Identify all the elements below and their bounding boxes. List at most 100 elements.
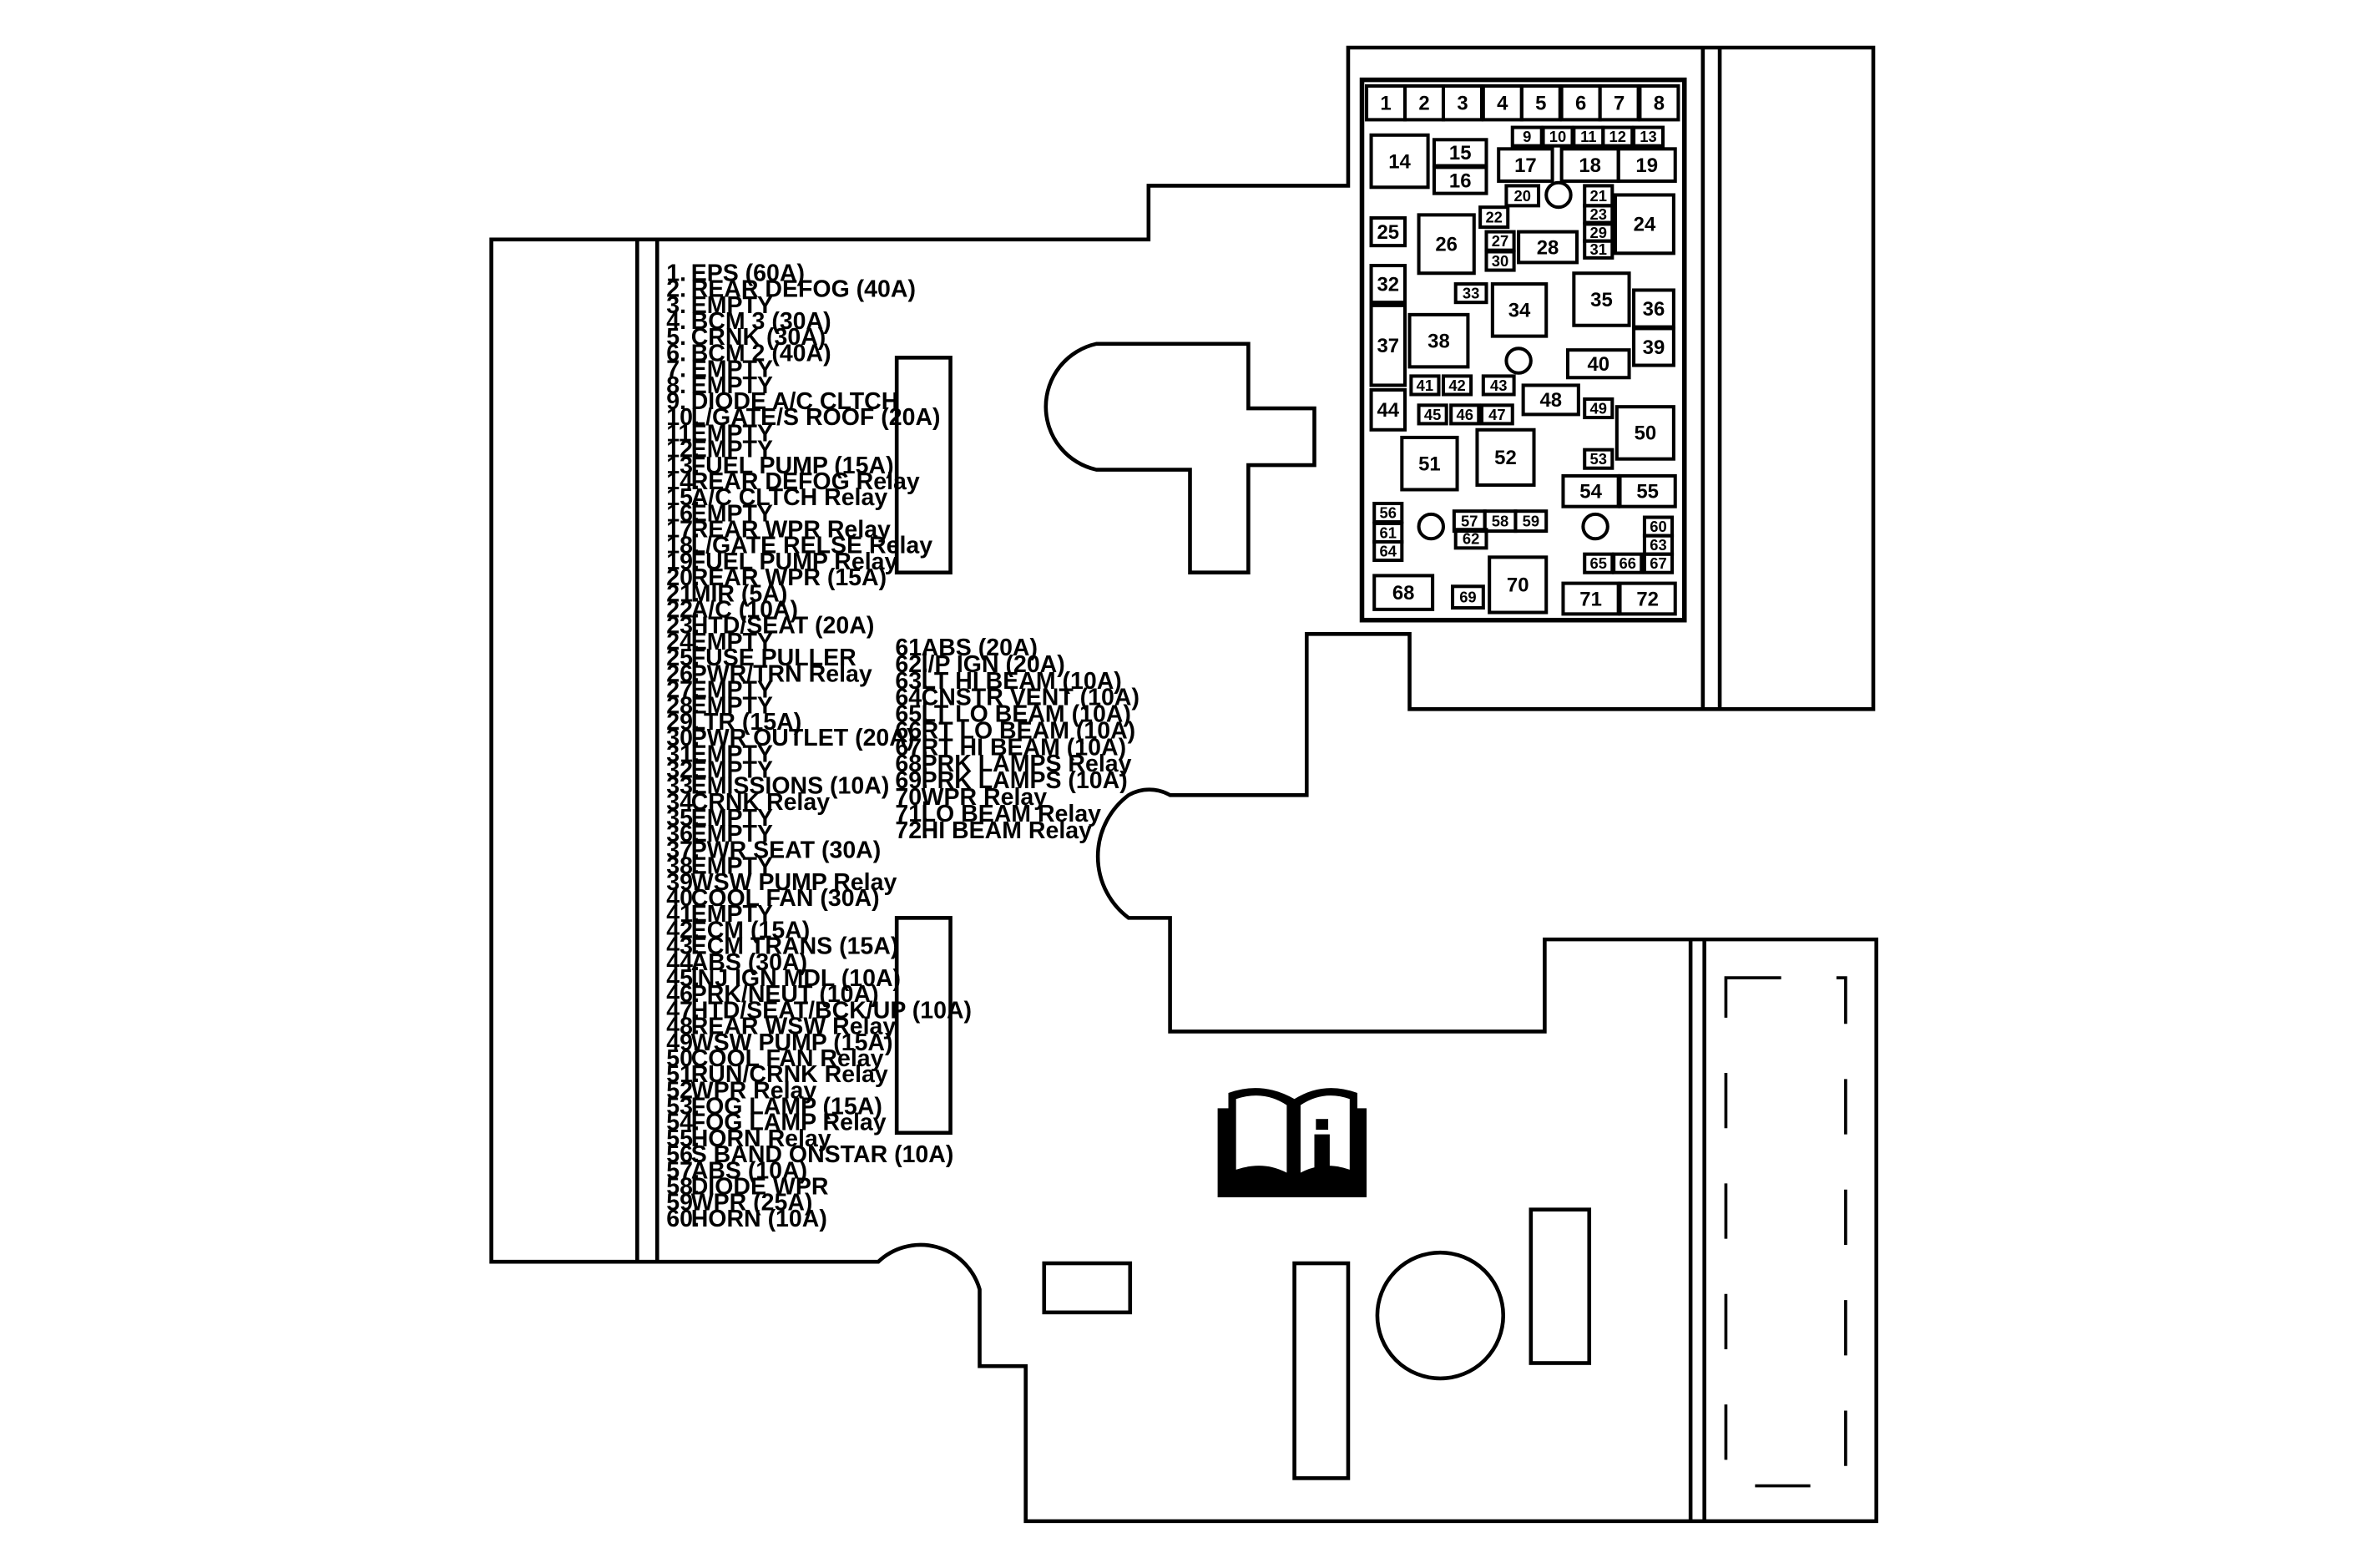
legend-description: HI BEAM Relay <box>922 817 1093 844</box>
legend-number: 27. <box>666 676 700 703</box>
fuse-label: 27 <box>1492 232 1508 250</box>
fuse-slot-38 <box>1407 312 1470 369</box>
legend-description: EMPTY <box>691 853 773 880</box>
legend-description: FUEL PUMP (15A) <box>691 453 894 479</box>
fuse-label: 12 <box>1609 128 1626 145</box>
fuse-label: 30 <box>1492 252 1508 270</box>
fuse-label: 42 <box>1448 377 1465 394</box>
fuse-slot-52 <box>1475 427 1536 487</box>
fuse-label: 51 <box>1418 453 1441 475</box>
legend-description: HORN (10A) <box>691 1206 827 1232</box>
legend-description: RT LO BEAM (10A) <box>922 717 1136 744</box>
legend-description: HORN Relay <box>691 1126 831 1152</box>
fuse-slot-42 <box>1441 374 1473 397</box>
legend-description: COOL FAN (30A) <box>691 885 880 912</box>
legend-number: 24. <box>666 629 700 655</box>
fuse-label: 24 <box>1634 214 1656 236</box>
legend-description: A/C CLTCH Relay <box>691 484 888 511</box>
fuse-label: 20 <box>1513 187 1530 205</box>
legend-description: FUSE PULLER <box>691 645 856 671</box>
fuse-label: 53 <box>1590 450 1607 468</box>
legend-number: 56. <box>666 1141 700 1168</box>
legend-number: 31. <box>666 741 700 767</box>
fuse-slot-8 <box>1638 83 1680 122</box>
legend-number: 67. <box>895 734 928 761</box>
fuse-slot-49 <box>1583 397 1614 420</box>
fuse-label: 40 <box>1587 353 1609 376</box>
fuse-label: 44 <box>1377 399 1399 422</box>
mounting-hole <box>1581 512 1609 541</box>
legend-number: 38. <box>666 853 700 880</box>
legend-description: WSW PUMP Relay <box>691 869 897 896</box>
legend-number: 72. <box>895 817 928 844</box>
fuse-label: 58 <box>1492 513 1508 530</box>
fuse-label: 33 <box>1463 285 1479 302</box>
fuse-label: 17 <box>1514 154 1537 177</box>
fuse-label: 18 <box>1579 154 1601 177</box>
fuse-slot-66 <box>1612 552 1644 574</box>
fuse-label: 28 <box>1537 236 1559 259</box>
legend-description: BCM 2 (40A) <box>691 340 831 367</box>
legend-description: PWR OUTLET (20A) <box>691 725 915 751</box>
legend-description: HTD/SEAT (20A) <box>691 613 875 640</box>
fuse-slot-50 <box>1614 405 1675 461</box>
fuse-label: 61 <box>1380 524 1397 541</box>
legend-number: 16. <box>666 500 700 527</box>
bottom-slot-vertical <box>1292 1261 1351 1480</box>
fuse-slot-24 <box>1613 193 1675 255</box>
legend-number: 46. <box>666 981 700 1008</box>
fuse-label: 11 <box>1580 128 1596 145</box>
legend-description: EPS (60A) <box>691 260 805 286</box>
legend-number: 62. <box>895 651 928 678</box>
legend-number: 2. <box>666 276 686 303</box>
slot-upper <box>894 356 953 575</box>
fuse-slot-55 <box>1618 473 1677 508</box>
legend-description: FOG LAMP (15A) <box>691 1094 882 1120</box>
legend-number: 18. <box>666 533 700 559</box>
legend-number: 28. <box>666 693 700 720</box>
fuse-slot-68 <box>1372 574 1435 611</box>
legend-number: 20. <box>666 564 700 591</box>
legend-number: 25. <box>666 645 700 671</box>
fuse-label: 3 <box>1457 92 1468 114</box>
legend-number: 1. <box>666 260 686 286</box>
legend-number: 54. <box>666 1110 700 1136</box>
legend-number: 30. <box>666 725 700 751</box>
legend-number: 22. <box>666 597 700 624</box>
legend-description: EMPTY <box>691 437 773 463</box>
legend-number: 14. <box>666 468 700 495</box>
fuse-label: 9 <box>1523 128 1531 145</box>
fuse-label: 68 <box>1392 582 1415 604</box>
legend-number: 49. <box>666 1029 700 1056</box>
legend-description: INJ IGN MDL (10A) <box>691 965 901 992</box>
legend-description: MIR (5A) <box>691 580 788 607</box>
legend-description: REAR WPR Relay <box>691 517 891 544</box>
fuse-label: 63 <box>1650 536 1666 554</box>
legend-description: ABS (20A) <box>922 635 1038 661</box>
fuse-label: 23 <box>1590 205 1607 223</box>
fuse-slot-39 <box>1632 326 1675 367</box>
fuse-slot-16 <box>1432 165 1488 195</box>
dashed-outline <box>1724 976 1847 1488</box>
fuse-label: 19 <box>1635 154 1658 177</box>
fuse-label: 70 <box>1507 574 1529 597</box>
legend-description: EMPTY <box>691 805 773 832</box>
fuse-slot-67 <box>1642 552 1675 574</box>
legend-number: 70. <box>895 784 928 811</box>
legend-number: 40. <box>666 885 700 912</box>
legend-number: 39. <box>666 869 700 896</box>
legend-number: 15. <box>666 484 700 511</box>
legend-number: 3. <box>666 292 686 319</box>
legend-number: 64. <box>895 685 928 711</box>
fuse-slot-33 <box>1453 282 1488 305</box>
fuse-label: 72 <box>1636 588 1659 610</box>
legend-description: PRK/NEUT (10A) <box>691 981 879 1008</box>
fuse-slot-59 <box>1513 509 1549 534</box>
fuse-label: 26 <box>1435 234 1458 256</box>
fuse-label: 29 <box>1590 224 1607 241</box>
legend-description: EMPTY <box>691 372 773 399</box>
fuse-slot-47 <box>1479 403 1514 426</box>
fuse-slot-46 <box>1449 403 1481 426</box>
legend-description: WSW PUMP (15A) <box>691 1029 893 1056</box>
legend-number: 68. <box>895 751 928 777</box>
